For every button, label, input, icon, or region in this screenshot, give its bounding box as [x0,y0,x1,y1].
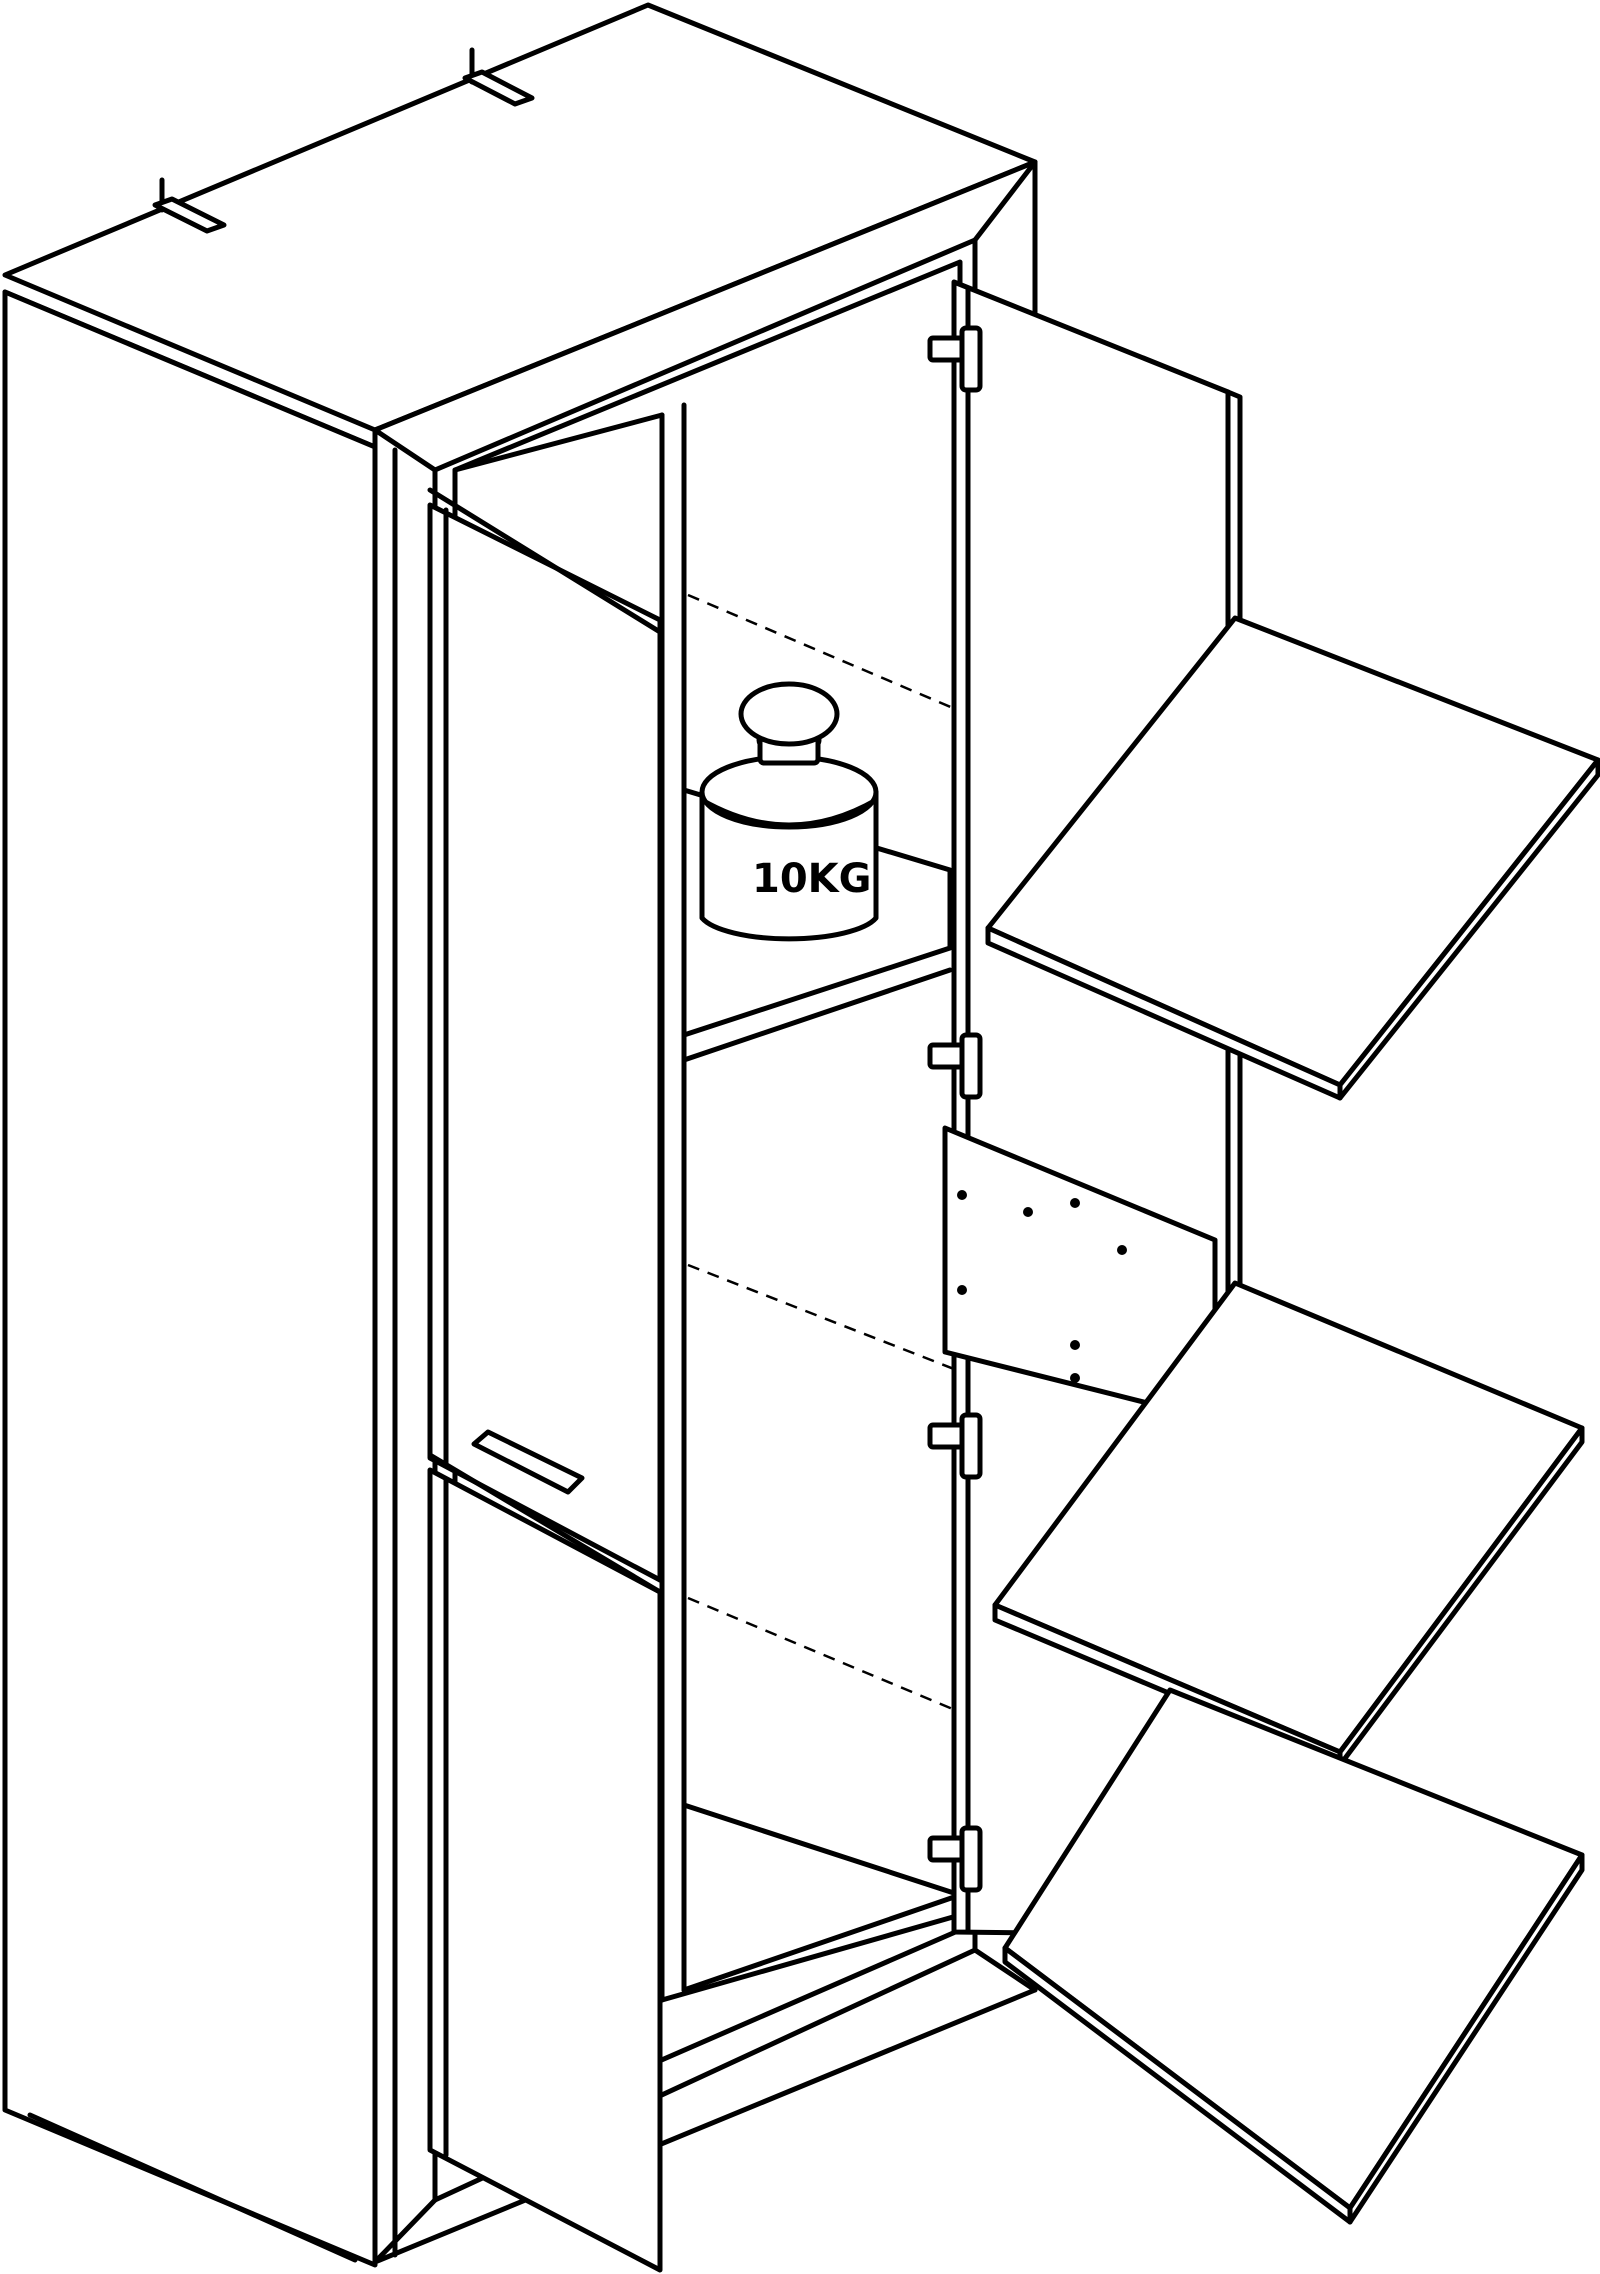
hinge-lower-middle [927,1412,983,1480]
cabinet-side-panel [2,289,378,2268]
hinge-upper-middle [927,1032,983,1100]
door-left-upper-handle [471,1429,585,1495]
wall-bracket-right [462,47,535,107]
shelf-middle [992,1280,1585,1768]
door-left-upper [427,487,663,1583]
weight-label: 10KG [752,856,872,902]
shelf-top [985,615,1600,1101]
wall-bracket-left [152,177,227,234]
weight-10kg: 10KG [699,681,879,942]
hinge-bottom [927,1825,983,1893]
hinge-top [927,325,983,393]
shelf-bottom [1002,1687,1585,2225]
door-left-lower [427,1452,665,2273]
